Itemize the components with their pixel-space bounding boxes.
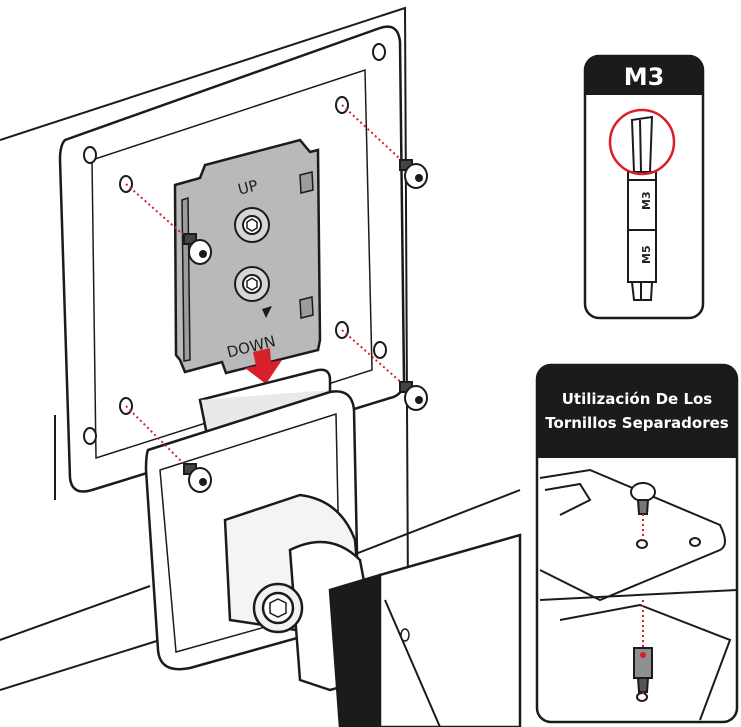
screws — [183, 159, 428, 493]
screw-icon — [183, 463, 212, 493]
spacer-card-title-line1: Utilización De Los — [562, 390, 713, 408]
screw-icon — [399, 159, 428, 189]
quick-release-bracket: UP DOWN — [173, 138, 322, 375]
spacer-card-title-line2: Tornillos Separadores — [545, 414, 728, 432]
bit-mark-m5: M5 — [640, 245, 653, 264]
mount-arm — [144, 368, 522, 727]
up-label: UP — [236, 176, 260, 198]
slide-down-arrow-icon — [245, 348, 282, 384]
spacer-illustration — [539, 468, 738, 721]
bit-card-title: M3 — [624, 63, 665, 91]
bit-size-card: M3 M3 M5 — [583, 54, 705, 320]
bracket-screw-bottom — [234, 266, 270, 302]
down-arrow-icon — [262, 306, 272, 318]
standoff-spacer-icon — [633, 647, 653, 693]
bit-mark-m3: M3 — [640, 191, 653, 210]
screw-icon — [399, 381, 428, 411]
spacer-screw-icon — [630, 482, 656, 515]
bit-highlight-circle — [608, 108, 676, 176]
bracket-screw-top — [234, 207, 270, 243]
spacer-usage-card: Utilización De Los Tornillos Separadores — [535, 363, 739, 724]
screw-icon — [183, 233, 212, 265]
